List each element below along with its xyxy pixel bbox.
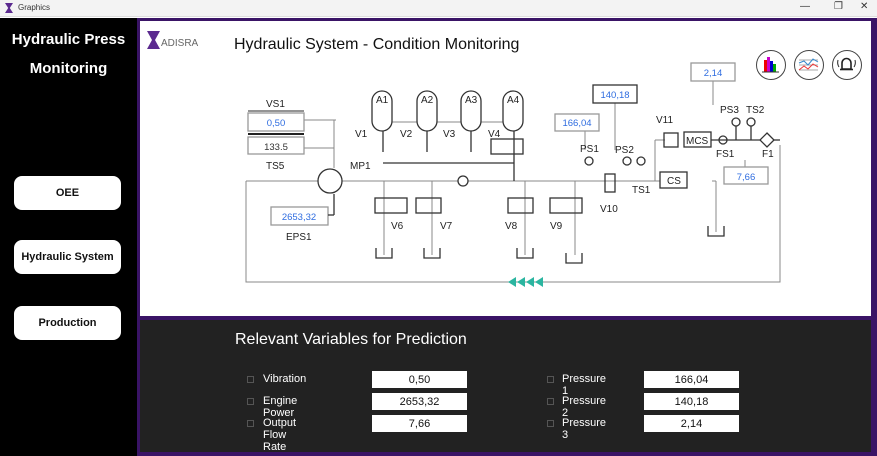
svg-text:A2: A2 bbox=[421, 95, 434, 106]
title-bar: Graphics — ❐ ✕ bbox=[0, 0, 877, 17]
svg-text:PS2: PS2 bbox=[615, 145, 634, 156]
svg-text:V7: V7 bbox=[440, 221, 453, 232]
svg-text:A4: A4 bbox=[507, 95, 520, 106]
svg-text:MCS: MCS bbox=[686, 136, 709, 147]
components bbox=[247, 62, 780, 264]
svg-text:PS1: PS1 bbox=[580, 144, 599, 155]
svg-text:V8: V8 bbox=[505, 221, 518, 232]
flow-direction-arrows bbox=[508, 277, 543, 287]
svg-text:CS: CS bbox=[667, 176, 681, 187]
prediction-panel: Relevant Variables for Prediction Vibrat… bbox=[140, 320, 871, 453]
svg-text:A1: A1 bbox=[376, 95, 389, 106]
variable-label: Engine Power bbox=[263, 395, 298, 419]
nav-production-button[interactable]: Production bbox=[14, 306, 121, 340]
checkbox[interactable] bbox=[247, 420, 254, 427]
svg-text:ADISRA: ADISRA bbox=[161, 38, 199, 49]
close-button[interactable]: ✕ bbox=[860, 1, 869, 12]
variable-label: Pressure 3 bbox=[562, 417, 607, 441]
eps1-value: 2653,32 bbox=[282, 212, 316, 223]
svg-text:EPS1: EPS1 bbox=[286, 232, 312, 243]
variable-label: Pressure 2 bbox=[562, 395, 607, 419]
variable-label: Output Flow Rate bbox=[263, 417, 297, 453]
maximize-button[interactable]: ❐ bbox=[834, 1, 843, 12]
svg-text:PS3: PS3 bbox=[720, 105, 739, 116]
sensor-values: 0,50 133.5 2653,32 166,04 140,18 2,14 7,… bbox=[264, 68, 755, 223]
ps2-value: 140,18 bbox=[600, 90, 629, 101]
vs1-value: 0,50 bbox=[267, 118, 286, 129]
variable-label: Pressure 1 bbox=[562, 373, 607, 397]
variable-value: 140,18 bbox=[644, 393, 739, 410]
svg-text:VS1: VS1 bbox=[266, 99, 285, 110]
window-title: Graphics bbox=[18, 3, 51, 12]
nav-oee-button[interactable]: OEE bbox=[14, 176, 121, 210]
minimize-button[interactable]: — bbox=[800, 1, 810, 12]
svg-text:V3: V3 bbox=[443, 129, 456, 140]
svg-text:V1: V1 bbox=[355, 129, 368, 140]
variable-value: 7,66 bbox=[372, 415, 467, 432]
svg-text:V4: V4 bbox=[488, 129, 501, 140]
svg-text:TS5: TS5 bbox=[266, 161, 285, 172]
svg-text:MP1: MP1 bbox=[350, 161, 371, 172]
prediction-title: Relevant Variables for Prediction bbox=[235, 331, 467, 348]
variable-value: 2,14 bbox=[644, 415, 739, 432]
title-line-1: Hydraulic Press bbox=[11, 31, 126, 48]
checkbox[interactable] bbox=[547, 376, 554, 383]
checkbox[interactable] bbox=[247, 398, 254, 405]
ps1-value: 166,04 bbox=[562, 118, 591, 129]
variable-value: 0,50 bbox=[372, 371, 467, 388]
app-icon bbox=[5, 3, 13, 13]
svg-text:A3: A3 bbox=[465, 95, 478, 106]
svg-text:V11: V11 bbox=[656, 115, 673, 126]
checkbox[interactable] bbox=[547, 420, 554, 427]
title-line-2: Monitoring bbox=[29, 60, 108, 77]
checkbox[interactable] bbox=[247, 376, 254, 383]
bar-chart-icon[interactable] bbox=[756, 50, 786, 80]
svg-text:FS1: FS1 bbox=[716, 149, 735, 160]
svg-text:V10: V10 bbox=[600, 204, 618, 215]
variable-value: 2653,32 bbox=[372, 393, 467, 410]
page-title: Hydraulic System - Condition Monitoring bbox=[234, 36, 519, 53]
alarm-bell-icon[interactable] bbox=[832, 50, 862, 80]
svg-text:V9: V9 bbox=[550, 221, 563, 232]
variable-label: Vibration bbox=[263, 373, 307, 385]
svg-text:F1: F1 bbox=[762, 149, 774, 160]
component-labels: VS1 TS5 EPS1 MP1 A1 A2 A3 A4 V1 V2 V3 V4… bbox=[266, 95, 774, 243]
svg-text:V6: V6 bbox=[391, 221, 404, 232]
adisra-logo: ADISRA bbox=[147, 31, 199, 49]
ps3-value: 2,14 bbox=[704, 68, 723, 79]
svg-text:V2: V2 bbox=[400, 129, 413, 140]
svg-text:TS2: TS2 bbox=[746, 105, 765, 116]
variable-value: 166,04 bbox=[644, 371, 739, 388]
nav-hydraulic-system-button[interactable]: Hydraulic System bbox=[14, 240, 121, 274]
line-chart-icon[interactable] bbox=[794, 50, 824, 80]
fs1-value: 7,66 bbox=[737, 172, 756, 183]
ts5-value: 133.5 bbox=[264, 142, 288, 153]
svg-text:TS1: TS1 bbox=[632, 185, 651, 196]
checkbox[interactable] bbox=[547, 398, 554, 405]
